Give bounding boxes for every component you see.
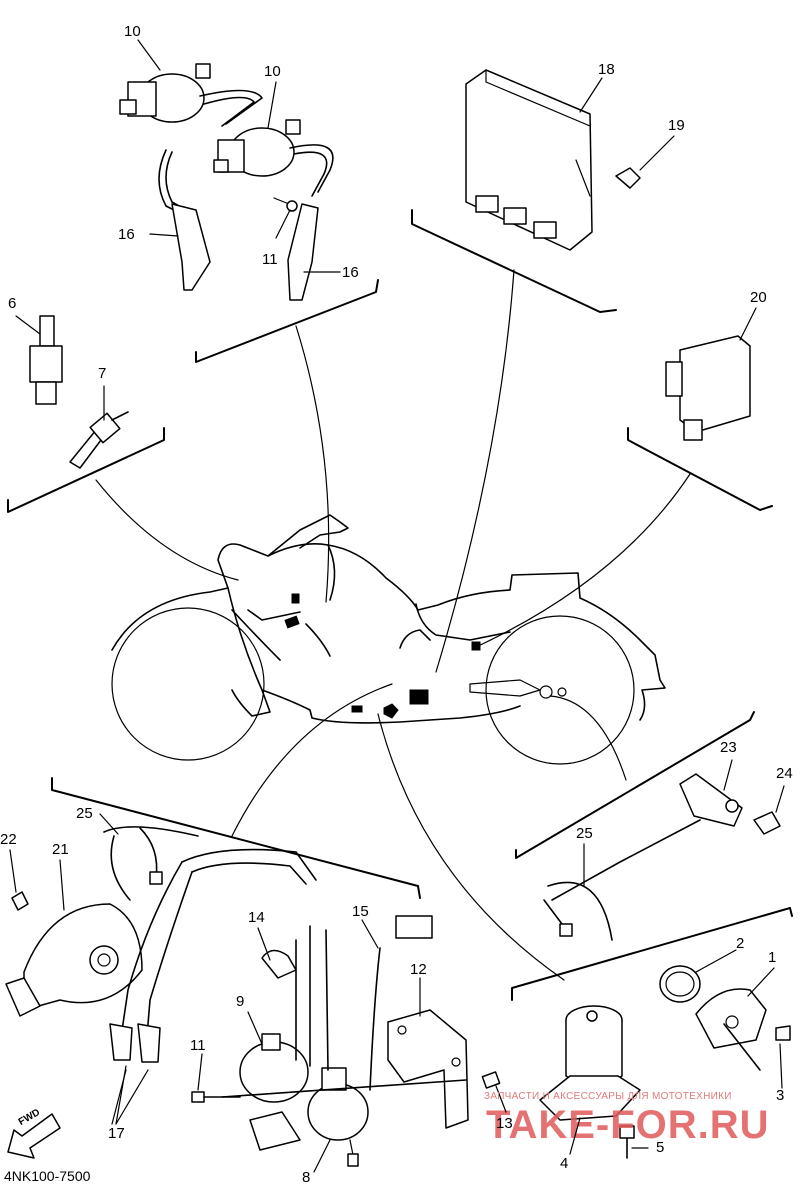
ecu-unit-18 xyxy=(465,69,641,251)
bolts xyxy=(191,1071,635,1159)
plug-leads xyxy=(158,89,334,301)
o-ring-2 xyxy=(659,965,701,1003)
callout-2: 2 xyxy=(736,935,745,952)
relay-unit-20 xyxy=(665,335,751,441)
callout-13: 13 xyxy=(496,1115,513,1132)
callout-1: 1 xyxy=(768,949,777,966)
callout-10-upper: 10 xyxy=(124,23,141,40)
temperature-sensor-7 xyxy=(69,411,129,469)
fwd-arrow-icon xyxy=(7,1113,61,1159)
starter-relay-4 xyxy=(539,1005,641,1121)
callout-22: 22 xyxy=(0,831,17,848)
callout-24: 24 xyxy=(776,765,793,782)
thermo-switch-6 xyxy=(29,315,63,405)
cover-1 xyxy=(695,988,791,1071)
callout-10-lower: 10 xyxy=(264,63,281,80)
ignition-coil-10a xyxy=(119,63,211,123)
speed-sensor-23 xyxy=(543,773,781,941)
callout-7: 7 xyxy=(98,365,107,382)
ignition-coil-8 xyxy=(307,929,369,1167)
group-brackets xyxy=(7,209,793,1001)
callout-5: 5 xyxy=(656,1139,665,1156)
svg-text:TAKE-FOR.RU: TAKE-FOR.RU xyxy=(486,1103,770,1147)
callout-3: 3 xyxy=(776,1087,785,1104)
callout-21: 21 xyxy=(52,841,69,858)
callout-25-left: 25 xyxy=(76,805,93,822)
callout-20: 20 xyxy=(750,289,767,306)
watermark-logo: TAKE-FOR.RU xyxy=(486,1103,770,1147)
clamp-14 xyxy=(261,949,297,979)
callout-11-upper: 11 xyxy=(262,251,278,268)
ignition-coil-9 xyxy=(239,925,311,1151)
drawing-code: 4NK100-7500 xyxy=(4,1168,91,1184)
callout-14: 14 xyxy=(248,909,265,926)
callout-16-right: 16 xyxy=(342,264,359,281)
callout-6: 6 xyxy=(8,295,17,312)
callout-9: 9 xyxy=(236,993,245,1010)
callout-16-left: 16 xyxy=(118,226,135,243)
callout-8: 8 xyxy=(302,1169,311,1184)
watermark-slogan: ЗАПЧАСТИ И АКСЕССУАРЫ ДЛЯ МОТОТЕХНИКИ xyxy=(484,1091,732,1102)
coil-bracket-12 xyxy=(387,1009,469,1129)
callout-17: 17 xyxy=(108,1125,125,1142)
callout-4: 4 xyxy=(560,1155,569,1172)
callout-leaders xyxy=(9,39,785,1173)
callout-23: 23 xyxy=(720,739,737,756)
ignition-coil-10b xyxy=(213,119,301,177)
horn-21 xyxy=(5,826,199,1017)
callout-12: 12 xyxy=(410,961,427,978)
callout-11-lower: 11 xyxy=(190,1037,206,1054)
lead-15 xyxy=(369,915,433,1091)
leader-lines xyxy=(95,269,691,981)
callout-19: 19 xyxy=(668,117,685,134)
motorcycle-outline xyxy=(111,514,666,765)
callout-18: 18 xyxy=(598,61,615,78)
callout-15: 15 xyxy=(352,903,369,920)
callout-25-right: 25 xyxy=(576,825,593,842)
